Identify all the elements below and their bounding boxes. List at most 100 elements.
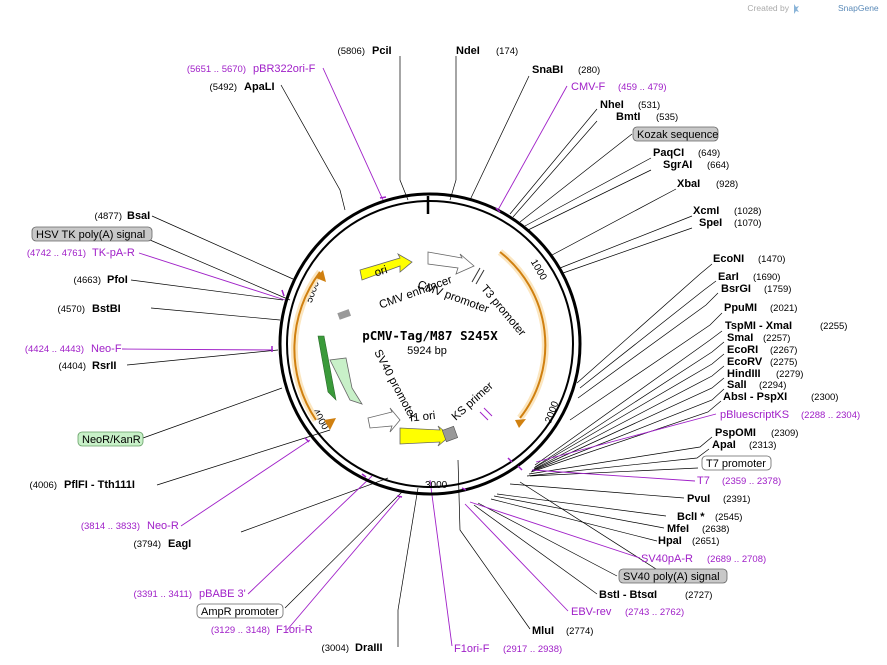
enzyme-sali: SalI — [727, 379, 747, 391]
enzyme-spei: SpeI — [699, 217, 722, 229]
ori-arrow — [359, 252, 413, 281]
primer-sv40pa: SV40pA-R — [641, 553, 693, 565]
enzyme-snabi: SnaBI — [532, 64, 563, 76]
enzyme-absi-pos: (2300) — [811, 392, 838, 403]
box-neokan-label: NeoR/KanR — [82, 434, 141, 446]
enzyme-paqci: PaqCI — [653, 147, 684, 159]
box-sv40-polya-label: SV40 poly(A) signal — [623, 571, 720, 583]
primer-sv40pa-pos: (2689 .. 2708) — [707, 554, 766, 565]
enzyme-tspmi: TspMI - XmaI — [725, 320, 792, 332]
enzyme-pvui: PvuI — [687, 493, 710, 505]
enzyme-eagi-pos: (3794) — [134, 539, 161, 550]
primer-tkpa: TK-pA-R — [92, 247, 135, 259]
left-labels: (5806) PciI (5651 .. 5670) pBR322ori-F (… — [25, 45, 392, 654]
enzyme-pflfi: PflFI - Tth111I — [64, 479, 135, 491]
enzyme-tspmi-pos: (2255) — [820, 321, 847, 332]
box-kozak: Kozak sequence — [632, 126, 719, 142]
enzyme-mfei-pos: (2638) — [702, 524, 729, 535]
primer-pbr322-pos: (5651 .. 5670) — [187, 64, 246, 75]
enzyme-ecorv-pos: (2275) — [770, 357, 797, 368]
box-hsv-tk-label: HSV TK poly(A) signal — [36, 229, 145, 241]
primer-neor: Neo-R — [147, 520, 179, 532]
green-feature-arrow — [317, 335, 337, 401]
enzyme-xbai: XbaI — [677, 178, 700, 190]
enzyme-pfoi: PfoI — [107, 274, 128, 286]
enzyme-econi: EcoNI — [713, 253, 744, 265]
enzyme-draiii: DraIII — [355, 642, 383, 654]
primer-pbluescriptks: pBluescriptKS — [720, 409, 789, 421]
primer-f1orif: F1ori-F — [454, 643, 490, 655]
sv40-promoter-label: SV40 promoter — [371, 348, 418, 422]
enzyme-mlui: MluI — [532, 625, 554, 637]
right-labels: NdeI (174) SnaBI (280) CMV-F (459 .. 479… — [454, 45, 860, 655]
enzyme-pcii: PciI — [372, 45, 392, 57]
enzyme-ecori-pos: (2267) — [770, 345, 797, 356]
primer-ebv: EBV-rev — [571, 606, 612, 618]
enzyme-econi-pos: (1470) — [758, 254, 785, 265]
enzyme-bsrgi: BsrGI — [721, 283, 751, 295]
plasmid-name: pCMV-Tag/M87 S245X — [362, 328, 498, 343]
plasmid-size: 5924 bp — [407, 345, 447, 357]
enzyme-bcli: BclI * — [677, 511, 705, 523]
primer-f1orif-pos: (2917 .. 2938) — [503, 644, 562, 655]
enzyme-apai: ApaI — [712, 439, 736, 451]
enzyme-bmti-pos: (535) — [656, 112, 678, 123]
enzyme-pvui-pos: (2391) — [723, 494, 750, 505]
enzyme-rsrii-pos: (4404) — [59, 361, 86, 372]
enzyme-apai-pos: (2313) — [749, 440, 776, 451]
enzyme-sgrai: SgrAI — [663, 159, 692, 171]
enzyme-bsti-pos: (2727) — [685, 590, 712, 601]
enzyme-paqci-pos: (649) — [698, 148, 720, 159]
features: ori CMV enhancer CMV promoter T3 promote… — [317, 251, 528, 447]
enzyme-rsrii: RsrII — [92, 360, 116, 372]
primer-neof-pos: (4424 .. 4443) — [25, 344, 84, 355]
enzyme-xbai-pos: (928) — [716, 179, 738, 190]
enzyme-apali-pos: (5492) — [210, 82, 237, 93]
primer-neor-pos: (3814 .. 3833) — [81, 521, 140, 532]
box-t7-promoter: T7 promoter — [701, 455, 772, 471]
enzyme-hindiii: HindIII — [727, 368, 761, 380]
enzyme-xcmi-pos: (1028) — [734, 206, 761, 217]
primer-pbabe: pBABE 3' — [199, 588, 246, 600]
enzyme-draiii-pos: (3004) — [322, 643, 349, 654]
credit-text: Created by — [747, 3, 789, 13]
enzyme-ecori: EcoRI — [727, 344, 758, 356]
enzyme-bsti: BstI - BtsαI — [599, 589, 657, 601]
primer-tkpa-pos: (4742 .. 4761) — [27, 248, 86, 259]
ori-label: ori — [373, 264, 389, 279]
enzyme-bsrgi-pos: (1759) — [764, 284, 791, 295]
enzyme-xcmi: XcmI — [693, 205, 719, 217]
enzyme-pcii-pos: (5806) — [338, 46, 365, 57]
ks-primer-label: KS primer — [450, 380, 496, 423]
primer-ring-marks — [271, 196, 523, 498]
credit-brand: SnapGene — [838, 3, 879, 13]
enzyme-bcli-pos: (2545) — [715, 512, 742, 523]
enzyme-sali-pos: (2294) — [759, 380, 786, 391]
primer-pbabe-pos: (3391 .. 3411) — [134, 589, 192, 600]
box-sv40-polya: SV40 poly(A) signal — [618, 568, 728, 584]
enzyme-absi: AbsI - PspXI — [723, 391, 787, 403]
enzyme-pflfi-pos: (4006) — [30, 480, 57, 491]
enzyme-ecorv: EcoRV — [727, 356, 763, 368]
box-hsv-tk: HSV TK poly(A) signal — [31, 226, 153, 242]
primer-f1orir-pos: (3129 .. 3148) — [211, 625, 270, 636]
enzyme-nhei-pos: (531) — [638, 100, 660, 111]
backbone-outer — [278, 192, 582, 496]
box-t7-promoter-label: T7 promoter — [706, 458, 766, 470]
enzyme-spei-pos: (1070) — [734, 218, 761, 229]
enzyme-apali: ApaLI — [244, 81, 275, 93]
enzyme-snabi-pos: (280) — [578, 65, 600, 76]
leader-lines — [126, 56, 725, 647]
enzyme-mfei: MfeI — [667, 523, 689, 535]
sv40-ori-arrow — [367, 407, 401, 433]
enzyme-bsai-pos: (4877) — [95, 211, 122, 222]
enzyme-sgrai-pos: (664) — [707, 160, 729, 171]
f1-box — [441, 425, 459, 443]
primer-neof: Neo-F — [91, 343, 122, 355]
enzyme-nhei: NheI — [600, 99, 624, 111]
box-ampr-label: AmpR promoter — [201, 606, 279, 618]
primer-lines — [121, 67, 717, 647]
enzyme-smai: SmaI — [727, 332, 753, 344]
enzyme-bstbi: BstBI — [92, 303, 121, 315]
enzyme-bstbi-pos: (4570) — [58, 304, 85, 315]
